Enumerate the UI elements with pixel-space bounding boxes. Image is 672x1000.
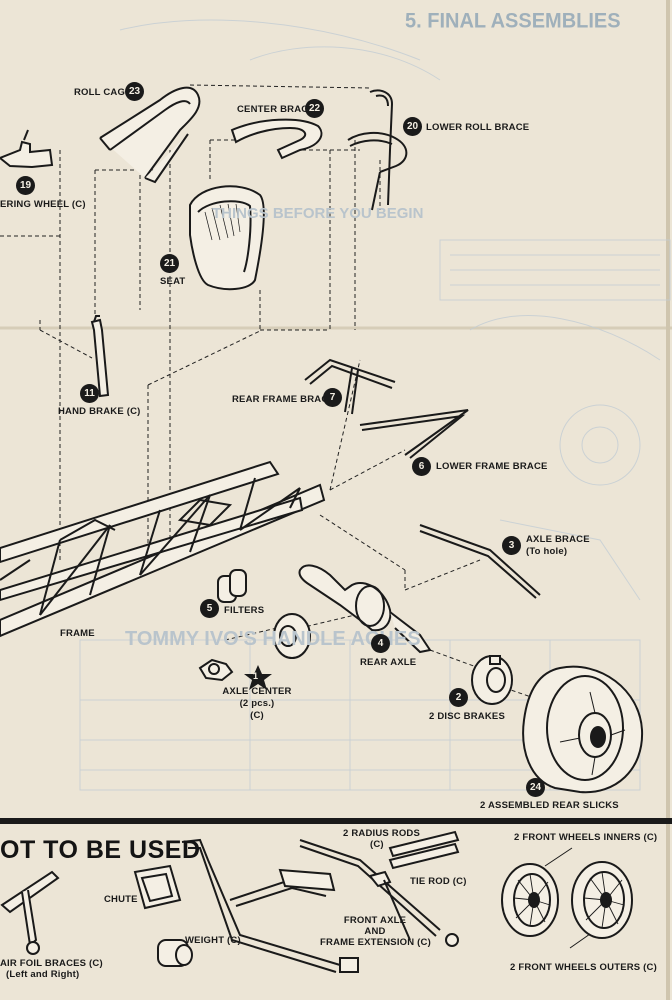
not-used-divider <box>0 818 672 824</box>
rear-axle-number: 4 <box>371 634 390 653</box>
section-title: 5. FINAL ASSEMBLIES <box>405 9 621 33</box>
air-foil-brace-part <box>0 870 60 955</box>
lower-frame-brace-label: LOWER FRAME BRACE <box>436 461 548 472</box>
tie-rod-part <box>368 870 411 941</box>
axle-center-part <box>198 613 311 682</box>
rear-frame-brace-part <box>304 358 396 415</box>
disc-brakes-number: 2 <box>449 688 468 707</box>
lower-frame-brace-part <box>359 409 469 459</box>
weight-label: WEIGHT (C) <box>185 935 241 946</box>
lower-roll-brace-number: 20 <box>403 117 422 136</box>
center-brace-number: 22 <box>305 99 324 118</box>
not-used-title: OT TO BE USED <box>0 836 201 864</box>
ghost-heading: THINGS BEFORE YOU BEGIN <box>212 205 424 222</box>
ghost-brand: TOMMY IVO'S HANDLE ACHES <box>125 628 421 650</box>
weight-part <box>157 939 193 967</box>
seat-label: SEAT <box>160 276 186 287</box>
frame-label: FRAME <box>60 628 95 639</box>
roll-cage-number: 23 <box>125 82 144 101</box>
front-axle-label: FRONT AXLE <box>343 915 407 926</box>
filters-part <box>217 569 247 603</box>
air-foil-label: AIR FOIL BRACES (C) <box>0 958 103 969</box>
front-axle-and: AND <box>364 926 386 937</box>
axle-center-badge <box>244 665 272 690</box>
rear-slicks-label: 2 ASSEMBLED REAR SLICKS <box>480 800 619 811</box>
axle-center-note: (C) <box>250 710 264 721</box>
lower-roll-brace-part <box>347 89 408 211</box>
lower-roll-brace-label: LOWER ROLL BRACE <box>426 122 530 133</box>
hand-brake-number: 11 <box>80 384 99 403</box>
steering-wheel-label: ERING WHEEL (C) <box>0 199 86 210</box>
radius-rods-note: (C) <box>370 839 384 850</box>
center-brace-part <box>230 118 323 160</box>
front-wheel-outer-part <box>571 861 633 939</box>
seat-number: 21 <box>160 254 179 273</box>
steering-wheel-part <box>0 129 54 169</box>
lower-frame-brace-number: 6 <box>412 457 431 476</box>
tie-rod-label: TIE ROD (C) <box>410 876 467 887</box>
rear-axle-part <box>298 564 432 654</box>
axle-brace-part <box>419 524 541 599</box>
radius-rods-part <box>388 830 460 870</box>
radius-rods-label: 2 RADIUS RODS <box>343 828 421 839</box>
rear-slicks-number: 24 <box>526 778 545 797</box>
disc-brakes-label: 2 DISC BRAKES <box>429 711 505 722</box>
hand-brake-label: HAND BRAKE (C) <box>58 406 141 417</box>
air-foil-note: (Left and Right) <box>6 969 80 980</box>
leader-lines <box>544 847 591 949</box>
rear-frame-brace-number: 7 <box>323 388 342 407</box>
axle-center-number: 1 <box>253 671 259 681</box>
front-wheel-inner-part <box>501 863 559 937</box>
hand-brake-part <box>90 315 110 398</box>
axle-center-qty: (2 pcs.) <box>239 698 275 709</box>
filters-number: 5 <box>200 599 219 618</box>
rear-slick-part <box>522 665 644 794</box>
disc-brakes-part <box>471 655 513 705</box>
filters-label: FILTERS <box>224 605 265 616</box>
roll-cage-part <box>99 86 201 184</box>
axle-brace-note: (To hole) <box>526 546 568 557</box>
rear-axle-label: REAR AXLE <box>360 657 417 668</box>
steering-wheel-number: 19 <box>16 176 35 195</box>
chute-part <box>133 864 182 910</box>
front-axle-extension: FRAME EXTENSION (C) <box>320 937 431 948</box>
center-brace-label: CENTER BRACE <box>237 104 315 115</box>
frame-part <box>0 460 326 638</box>
front-axle-part <box>181 838 459 973</box>
rear-frame-brace-label: REAR FRAME BRACE <box>232 394 335 405</box>
axle-center-label: AXLE CENTER <box>222 686 292 697</box>
roll-cage-label: ROLL CAGE <box>74 87 132 98</box>
seat-part <box>189 185 265 291</box>
axle-brace-label: AXLE BRACE <box>526 534 590 545</box>
guide-lines <box>0 84 541 701</box>
front-outers-label: 2 FRONT WHEELS OUTERS (C) <box>510 962 657 973</box>
axle-brace-number: 3 <box>502 536 521 555</box>
chute-label: CHUTE <box>104 894 138 905</box>
front-inners-label: 2 FRONT WHEELS INNERS (C) <box>514 832 658 843</box>
